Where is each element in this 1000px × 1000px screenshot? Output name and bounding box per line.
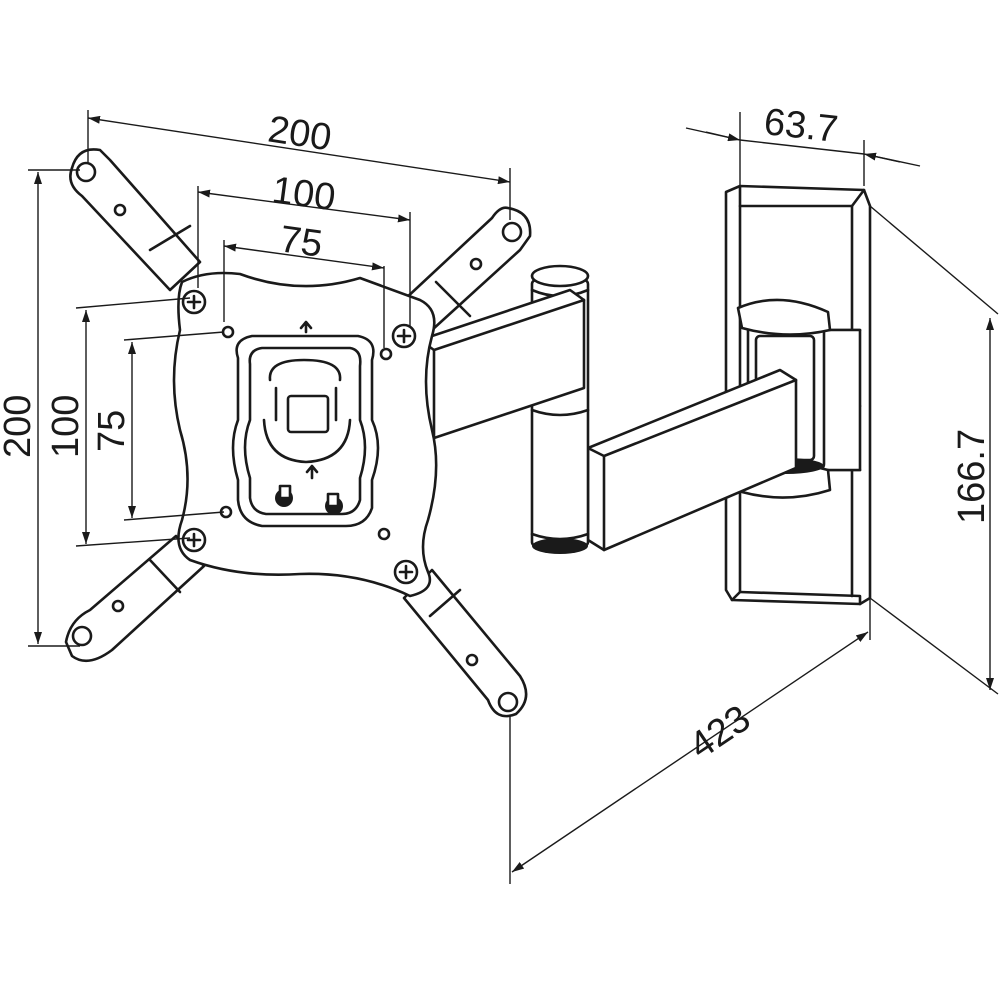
dimension-labels: 200 100 75 200 100 75 63.7 166.7 423: [0, 101, 993, 768]
label-extension: 423: [682, 697, 758, 767]
dim-line-plate-width-right: [863, 152, 901, 163]
screw-bottom-left: [181, 527, 207, 553]
label-height-100: 100: [45, 395, 87, 458]
screw-top-right: [391, 323, 417, 349]
mount-illustration: [64, 148, 872, 718]
label-width-100: 100: [270, 169, 338, 219]
vesa-plate: [172, 271, 438, 598]
dim-line-width-75: [223, 243, 385, 271]
screw-bottom-right: [393, 559, 419, 585]
label-width-200: 200: [265, 108, 334, 159]
label-height-200: 200: [0, 395, 39, 458]
vesa-extension-arms: [64, 148, 532, 718]
label-height-75: 75: [91, 410, 133, 452]
dimension-lines: [28, 110, 999, 884]
dim-line-plate-width: [705, 131, 741, 142]
label-plate-height: 166.7: [951, 429, 993, 524]
dim-line-width-100: [197, 189, 411, 223]
label-plate-width: 63.7: [762, 101, 840, 151]
dim-line-width-200: [87, 115, 511, 185]
screw-top-left: [181, 289, 207, 315]
dim-line-extension: [511, 631, 869, 873]
label-width-75: 75: [277, 218, 325, 265]
